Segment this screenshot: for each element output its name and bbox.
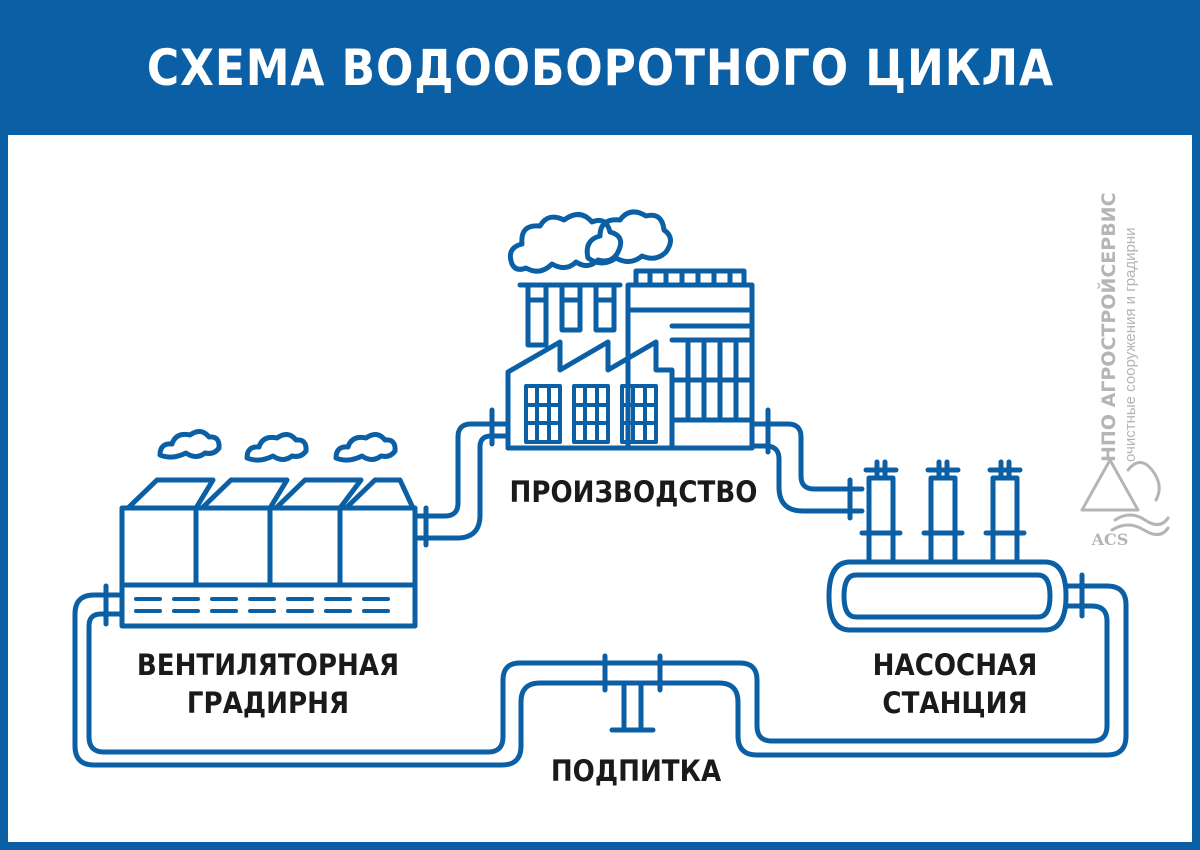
pipe-tower-to-production <box>412 407 511 548</box>
label-cooling-tower: ВЕНТИЛЯТОРНАЯ ГРАДИРНЯ <box>133 646 403 722</box>
label-makeup: ПОДПИТКА <box>528 752 744 790</box>
makeup-branch <box>609 680 656 733</box>
steam-cloud-icon <box>157 429 222 460</box>
pump-station-label-line1: НАСОСНАЯ <box>872 648 1038 682</box>
cooling-tower-icon <box>119 429 418 629</box>
company-name: НПО АГРОСТРОЙСЕРВИС <box>1098 192 1120 462</box>
steam-cloud-icon <box>244 432 309 463</box>
factory-icon <box>505 209 755 451</box>
page-title: СХЕМА ВОДООБОРОТНОГО ЦИКЛА <box>146 38 1054 97</box>
company-logo-icon <box>1080 458 1170 536</box>
company-logo-text: НПО АГРОСТРОЙСЕРВИС очистные сооружения … <box>1098 172 1158 462</box>
pump-station-icon <box>826 459 1069 633</box>
label-pump-station: НАСОСНАЯ СТАНЦИЯ <box>834 646 1077 722</box>
header-bar: СХЕМА ВОДООБОРОТНОГО ЦИКЛА <box>0 0 1200 135</box>
cooling-tower-label-line1: ВЕНТИЛЯТОРНАЯ <box>136 648 400 682</box>
pipe-main-loop <box>72 572 1129 768</box>
smoke-cloud-icon <box>584 209 673 266</box>
company-tagline: очистные сооружения и градирни <box>1122 227 1139 462</box>
makeup-label: ПОДПИТКА <box>550 754 722 788</box>
smoke-cloud-icon <box>507 212 624 274</box>
steam-cloud-icon <box>333 432 398 463</box>
label-production: ПРОИЗВОДСТВО <box>510 473 758 511</box>
pump-station-label-line2: СТАНЦИЯ <box>882 686 1028 720</box>
production-label: ПРОИЗВОДСТВО <box>509 475 758 509</box>
pipe-production-to-pump <box>749 407 865 521</box>
cooling-tower-label-line2: ГРАДИРНЯ <box>186 686 350 720</box>
logo-mark-text: ACS <box>1091 530 1129 549</box>
